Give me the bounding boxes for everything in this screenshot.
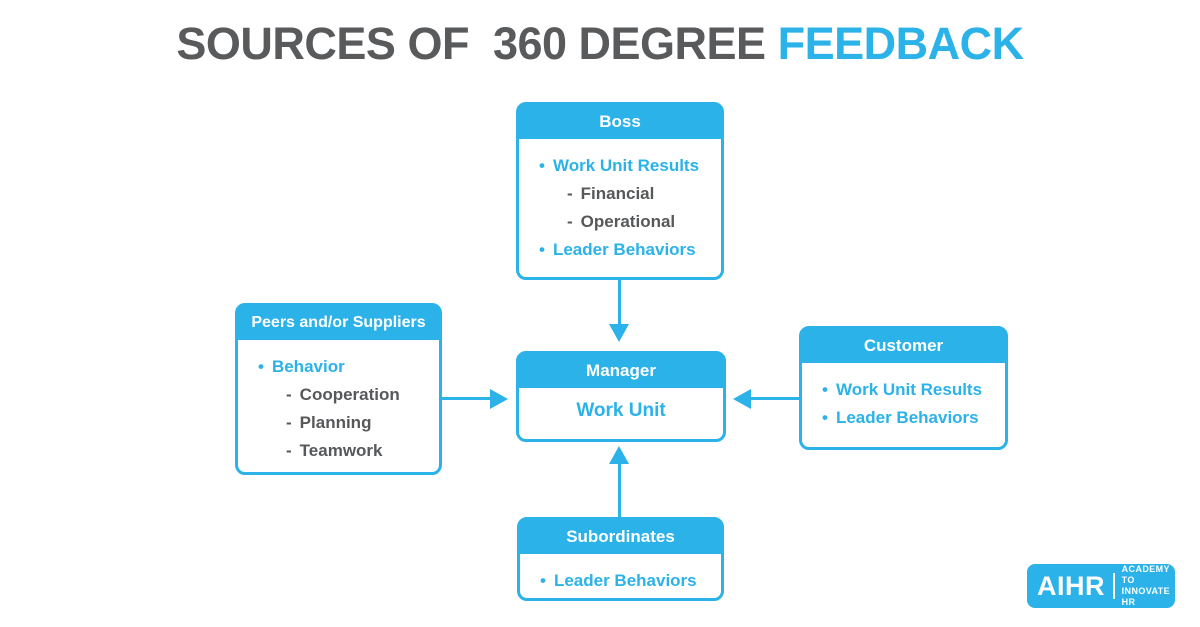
list-item-label: Teamwork xyxy=(299,441,383,460)
box-peers-suppliers: Peers and/or Suppliers •Behavior -Cooper… xyxy=(235,303,442,475)
dash-icon: - xyxy=(286,441,292,460)
box-manager-header: Manager xyxy=(519,354,723,388)
bullet-icon: • xyxy=(258,357,264,376)
arrow-shaft xyxy=(618,279,621,325)
list-item: • Leader Behaviors xyxy=(519,236,721,264)
box-customer-body: • Work Unit Results • Leader Behaviors xyxy=(802,363,1005,432)
arrow-shaft xyxy=(441,397,491,400)
list-item-label: Work Unit Results xyxy=(835,380,983,399)
arrow-right-icon xyxy=(490,389,508,409)
list-item: -Planning xyxy=(238,409,439,437)
bullet-icon: • xyxy=(539,240,545,259)
arrow-shaft xyxy=(750,397,799,400)
box-peers-suppliers-header: Peers and/or Suppliers xyxy=(238,306,439,340)
page-title: SOURCES OF 360 DEGREE FEEDBACK xyxy=(0,18,1200,70)
list-item-label: Leader Behaviors xyxy=(553,571,697,590)
list-item-label: Work Unit Results xyxy=(552,156,700,175)
aihr-logo-brand: AIHR xyxy=(1037,570,1105,601)
box-subordinates: Subordinates • Leader Behaviors xyxy=(517,517,724,601)
bullet-icon: • xyxy=(822,408,828,427)
dash-icon: - xyxy=(286,413,292,432)
list-item-label: Behavior xyxy=(271,357,345,376)
box-boss: Boss • Work Unit Results -Financial -Oper… xyxy=(516,102,724,280)
box-boss-body: • Work Unit Results -Financial -Operation… xyxy=(519,139,721,264)
box-manager-body: Work Unit xyxy=(576,399,666,421)
list-item-label: Planning xyxy=(299,413,372,432)
list-item-label: Leader Behaviors xyxy=(835,408,979,427)
list-item: • Work Unit Results xyxy=(802,376,1005,404)
title-accent-text: FEEDBACK xyxy=(777,18,1025,69)
list-item-label: Operational xyxy=(580,212,676,231)
list-item: • Work Unit Results xyxy=(519,152,721,180)
list-item: • Leader Behaviors xyxy=(520,567,721,595)
aihr-logo: AIHR ACADEMY TO INNOVATE HR xyxy=(1027,564,1175,608)
list-item-label: Cooperation xyxy=(299,385,400,404)
list-item: • Leader Behaviors xyxy=(802,404,1005,432)
list-item-label: Leader Behaviors xyxy=(552,240,696,259)
arrow-left-icon xyxy=(733,389,751,409)
list-item: -Financial xyxy=(519,180,721,208)
dash-icon: - xyxy=(567,184,573,203)
box-customer-header: Customer xyxy=(802,329,1005,363)
bullet-icon: • xyxy=(540,571,546,590)
list-item-label: Financial xyxy=(580,184,655,203)
box-manager: Manager Work Unit xyxy=(516,351,726,442)
list-item: -Cooperation xyxy=(238,381,439,409)
arrow-up-icon xyxy=(609,446,629,464)
logo-divider xyxy=(1113,573,1115,599)
box-subordinates-header: Subordinates xyxy=(520,520,721,554)
box-subordinates-body: • Leader Behaviors xyxy=(520,554,721,595)
list-item: • Behavior xyxy=(238,353,439,381)
aihr-logo-tagline-line1: ACADEMY TO xyxy=(1121,563,1170,585)
bullet-icon: • xyxy=(822,380,828,399)
box-peers-suppliers-body: •Behavior -Cooperation -Planning -Teamwo… xyxy=(238,340,439,465)
list-item: -Operational xyxy=(519,208,721,236)
arrow-down-icon xyxy=(609,324,629,342)
title-gray-text: SOURCES OF 360 DEGREE xyxy=(176,18,778,69)
dash-icon: - xyxy=(567,212,573,231)
box-boss-header: Boss xyxy=(519,105,721,139)
dash-icon: - xyxy=(286,385,292,404)
box-customer: Customer • Work Unit Results • Leader Beha… xyxy=(799,326,1008,450)
aihr-logo-tagline: ACADEMY TO INNOVATE HR xyxy=(1122,564,1175,609)
arrow-shaft xyxy=(618,463,621,517)
bullet-icon: • xyxy=(539,156,545,175)
aihr-logo-tagline-line2: INNOVATE HR xyxy=(1121,586,1171,608)
list-item: -Teamwork xyxy=(238,437,439,465)
